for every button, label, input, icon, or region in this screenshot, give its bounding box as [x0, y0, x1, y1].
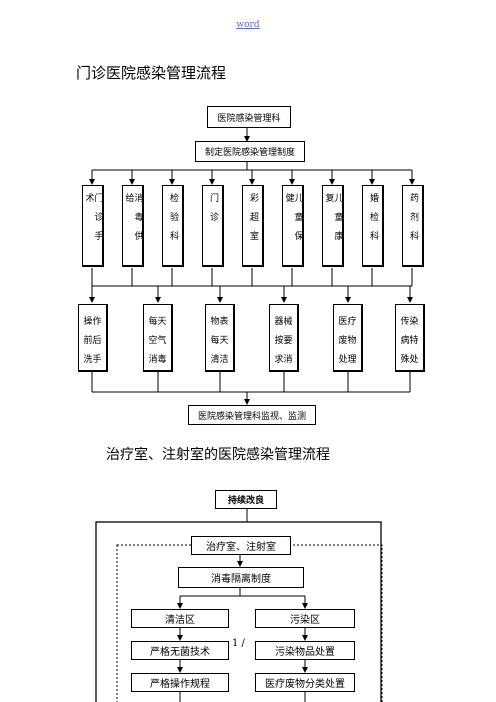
clean-zone-box: 清洁区	[131, 609, 229, 628]
measure-line: 病特	[400, 336, 419, 346]
department-label: 检验科	[168, 193, 178, 250]
measure-line: 按要	[274, 336, 293, 346]
department-box: 门诊手术	[82, 185, 104, 267]
measure-line: 处理	[338, 355, 357, 365]
measure-line: 每天	[210, 336, 229, 346]
page-header[interactable]: word	[236, 20, 260, 30]
department-box: 检验科	[162, 185, 184, 267]
department-box: 儿童康复	[322, 185, 344, 267]
measure-line: 传染	[400, 317, 419, 327]
flow2-title: 治疗室、注射室的医院感染管理流程	[106, 447, 330, 463]
clean-item-box: 严格无菌技术	[131, 641, 229, 660]
flow2-top-box: 持续改良	[215, 490, 277, 509]
flow1-policy-box: 制定医院感染管理制度	[195, 141, 305, 162]
flow1-title: 门诊医院感染管理流程	[76, 64, 227, 82]
department-label: 儿童保健	[283, 193, 303, 250]
measure-box: 器械按要求消	[269, 304, 299, 372]
department-box: 彩超室	[242, 185, 264, 267]
flow1-bottom-box: 医院感染管理科监视、监测	[188, 405, 316, 425]
measure-line: 清洁	[210, 355, 229, 365]
department-label: 门诊	[208, 193, 218, 231]
measure-box: 医疗废物处理	[333, 304, 363, 372]
measure-box: 每天空气消毒	[143, 304, 173, 372]
flow1-top-box: 医院感染管理科	[207, 106, 291, 128]
polluted-item-box: 污染物品处置	[255, 641, 355, 660]
measure-line: 殊处	[400, 355, 419, 365]
page-number: 1 /	[232, 638, 245, 649]
measure-box: 传染病特殊处	[395, 304, 425, 372]
department-label: 药剂科	[408, 193, 418, 250]
measure-line: 空气	[148, 336, 167, 346]
measure-line: 物表	[210, 317, 229, 327]
department-label: 门诊手术	[83, 193, 103, 250]
clean-item-box: 严格操作规程	[131, 673, 229, 692]
measure-line: 消毒	[148, 355, 167, 365]
polluted-item-box: 医疗废物分类处置	[255, 673, 355, 692]
measure-line: 洗手	[83, 355, 102, 365]
isolation-box: 消毒隔离制度	[178, 567, 304, 588]
measure-box: 物表每天清洁	[205, 304, 235, 372]
measure-line: 器械	[274, 317, 293, 327]
measure-line: 医疗	[338, 317, 357, 327]
department-label: 消毒供给	[123, 193, 143, 250]
measure-line: 操作	[83, 317, 102, 327]
department-box: 门诊	[202, 185, 224, 267]
department-box: 药剂科	[402, 185, 424, 267]
department-box: 儿童保健	[282, 185, 304, 267]
department-box: 消毒供给	[122, 185, 144, 267]
department-label: 儿童康复	[323, 193, 343, 250]
polluted-zone-box: 污染区	[255, 609, 355, 628]
measure-box: 操作前后洗手	[78, 304, 108, 372]
room-box: 治疗室、注射室	[191, 536, 291, 555]
department-box: 婚检科	[362, 185, 384, 267]
department-label: 彩超室	[248, 193, 258, 250]
measure-line: 前后	[83, 336, 102, 346]
department-label: 婚检科	[368, 193, 378, 250]
measure-line: 求消	[274, 355, 293, 365]
measure-line: 废物	[338, 336, 357, 346]
measure-line: 每天	[148, 317, 167, 327]
